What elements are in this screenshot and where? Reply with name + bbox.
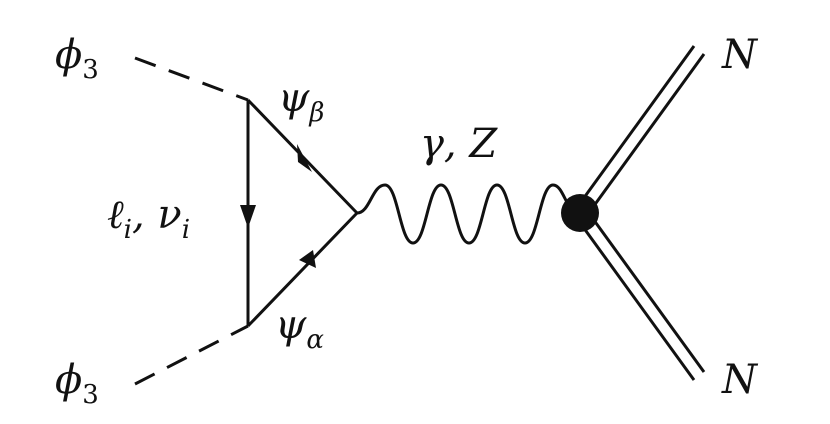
nucleon-top-label: N — [722, 32, 757, 78]
boson-label: γ, Z — [420, 121, 498, 167]
phi-bottom-label: ϕ3 — [55, 357, 99, 410]
nucleon-line-top-a — [576, 45, 696, 207]
boson-line — [356, 183, 580, 245]
arrow-lower — [299, 250, 316, 268]
arrow-down — [240, 205, 256, 228]
nucleon-line-top-b — [586, 53, 706, 215]
loop-fermions-label: ℓi, νi — [107, 192, 191, 245]
scalar-line-top — [134, 56, 249, 102]
psi-alpha-label: ψα — [275, 302, 324, 355]
fermion-line-lower — [246, 211, 359, 328]
nucleon-line-bottom-b — [586, 211, 706, 373]
nucleon-line-bottom-a — [576, 219, 696, 381]
psi-beta-label: ψβ — [278, 75, 325, 128]
scalar-line-bottom — [134, 324, 249, 386]
arrow-upper — [297, 144, 312, 172]
nucleon-bottom-label: N — [722, 357, 757, 403]
phi-top-label: ϕ3 — [55, 32, 99, 85]
effective-vertex — [561, 194, 599, 232]
